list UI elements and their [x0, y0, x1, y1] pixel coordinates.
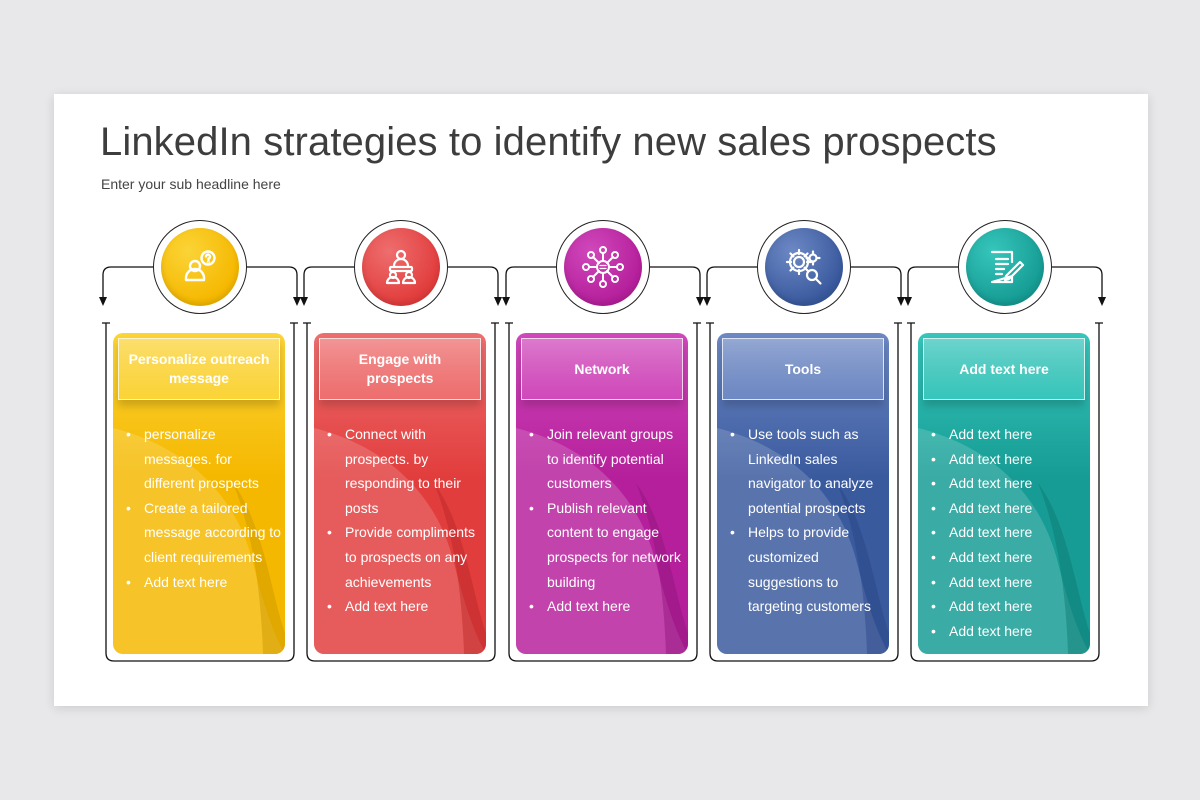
arrow-head-right	[293, 297, 301, 306]
bullet-list: Use tools such as LinkedIn sales navigat…	[729, 422, 889, 619]
strategy-card: NetworkJoin relevant groups to identify …	[516, 333, 688, 654]
strategy-card: ToolsUse tools such as LinkedIn sales na…	[717, 333, 889, 654]
strategy-card: Engage with prospectsConnect with prospe…	[314, 333, 486, 654]
bullet-item: Create a tailored message according to c…	[125, 496, 285, 570]
card-heading: Network	[521, 338, 683, 400]
bullet-item: Helps to provide customized suggestions …	[729, 520, 889, 618]
strategy-column: Add text hereAdd text hereAdd text hereA…	[911, 220, 1099, 662]
bullet-item: Add text here	[930, 570, 1090, 595]
bullet-item: Add text here	[528, 594, 688, 619]
card-heading: Engage with prospects	[319, 338, 481, 400]
bullet-item: personalize messages. for different pros…	[125, 422, 285, 496]
icon-circle	[153, 220, 247, 314]
icon-circle	[556, 220, 650, 314]
strategy-column: ToolsUse tools such as LinkedIn sales na…	[710, 220, 898, 662]
network-hub-icon	[564, 228, 642, 306]
bullet-item: Add text here	[930, 520, 1090, 545]
connector-right	[247, 266, 298, 297]
strategy-column: NetworkJoin relevant groups to identify …	[509, 220, 697, 662]
card-bracket	[505, 322, 701, 662]
connector-right	[650, 266, 701, 297]
bullet-item: Add text here	[930, 545, 1090, 570]
bullet-item: Add text here	[930, 594, 1090, 619]
connector-left	[303, 266, 354, 297]
sub-headline: Enter your sub headline here	[101, 176, 281, 192]
arrow-head-left	[502, 297, 510, 306]
arrow-head-left	[99, 297, 107, 306]
bullet-item: Add text here	[930, 422, 1090, 447]
card-bracket	[102, 322, 298, 662]
bullet-list: Add text hereAdd text hereAdd text hereA…	[930, 422, 1090, 643]
card-bracket	[303, 322, 499, 662]
connector-left	[102, 266, 153, 297]
icon-circle	[354, 220, 448, 314]
icon-circle	[757, 220, 851, 314]
card-bracket	[706, 322, 902, 662]
strategy-column: Engage with prospectsConnect with prospe…	[307, 220, 495, 662]
connector-left	[505, 266, 556, 297]
slide: LinkedIn strategies to identify new sale…	[54, 94, 1148, 706]
bullet-item: Add text here	[930, 619, 1090, 644]
bullet-item: Add text here	[930, 496, 1090, 521]
connector-left	[706, 266, 757, 297]
strategy-card: Add text hereAdd text hereAdd text hereA…	[918, 333, 1090, 654]
strategy-column: Personalize outreach message personalize …	[106, 220, 294, 662]
arrow-head-left	[904, 297, 912, 306]
connector-right	[448, 266, 499, 297]
page-title: LinkedIn strategies to identify new sale…	[100, 120, 997, 164]
card-heading: Tools	[722, 338, 884, 400]
meeting-people-icon	[362, 228, 440, 306]
card-heading: Add text here	[923, 338, 1085, 400]
bullet-item: Add text here	[930, 471, 1090, 496]
bullet-item: Add text here	[930, 447, 1090, 472]
document-pen-icon	[966, 228, 1044, 306]
bullet-item: Publish relevant content to engage prosp…	[528, 496, 688, 594]
bullet-item: Add text here	[326, 594, 486, 619]
connector-right	[851, 266, 902, 297]
connector-left	[907, 266, 958, 297]
arrow-head-right	[696, 297, 704, 306]
bullet-item: Provide compliments to prospects on any …	[326, 520, 486, 594]
strategy-card: Personalize outreach message personalize …	[113, 333, 285, 654]
gear-search-icon	[765, 228, 843, 306]
bullet-item: Join relevant groups to identify potenti…	[528, 422, 688, 496]
bullet-list: Join relevant groups to identify potenti…	[528, 422, 688, 619]
connector-lines	[99, 266, 1106, 662]
card-bracket	[907, 322, 1103, 662]
bullet-item: Use tools such as LinkedIn sales navigat…	[729, 422, 889, 520]
arrow-head-right	[897, 297, 905, 306]
icon-circle	[958, 220, 1052, 314]
arrow-head-right	[1098, 297, 1106, 306]
bullet-list: Connect with prospects. by responding to…	[326, 422, 486, 619]
person-question-icon	[161, 228, 239, 306]
card-heading: Personalize outreach message	[118, 338, 280, 400]
bullet-item: Add text here	[125, 570, 285, 595]
arrow-head-left	[703, 297, 711, 306]
arrow-head-left	[300, 297, 308, 306]
bullet-list: personalize messages. for different pros…	[125, 422, 285, 594]
connector-right	[1052, 266, 1103, 297]
bullet-item: Connect with prospects. by responding to…	[326, 422, 486, 520]
arrow-head-right	[494, 297, 502, 306]
